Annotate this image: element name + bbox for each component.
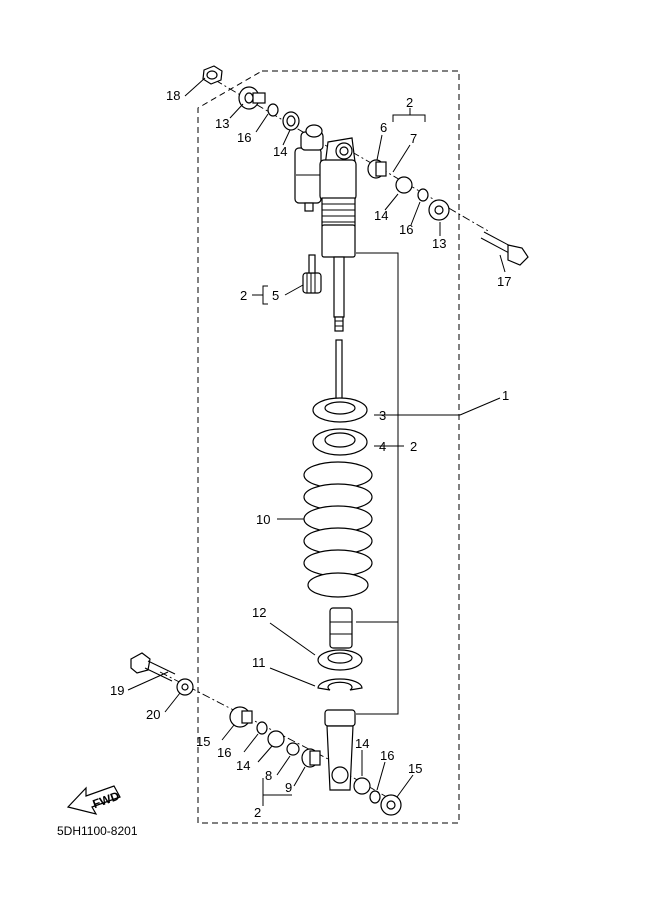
mount-bolt-lower bbox=[130, 652, 176, 682]
callout-13-upper-left: 13 bbox=[215, 116, 229, 131]
callout-labels: 18 13 16 14 2 6 7 14 16 13 17 2 5 1 3 4 … bbox=[110, 88, 511, 820]
oil-seal-upper-right bbox=[395, 176, 413, 194]
callout-17: 17 bbox=[497, 274, 511, 289]
collar-upper-right bbox=[367, 159, 387, 179]
callout-20: 20 bbox=[146, 707, 160, 722]
callout-16-upper-left: 16 bbox=[237, 130, 251, 145]
callout-5: 5 bbox=[272, 288, 279, 303]
flange-bolt-top bbox=[202, 65, 223, 85]
spring-seat bbox=[317, 649, 363, 671]
gas-reservoir bbox=[294, 124, 324, 212]
o-ring-lower-left bbox=[256, 721, 268, 735]
bump-stop bbox=[329, 607, 353, 649]
oil-seal-lower-right bbox=[353, 777, 371, 795]
collar-lower-right bbox=[380, 794, 402, 816]
callout-13-upper-right: 13 bbox=[432, 236, 446, 251]
washer-lower bbox=[176, 678, 194, 696]
callout-16-lower-right: 16 bbox=[380, 748, 394, 763]
callout-3: 3 bbox=[379, 408, 386, 423]
oil-seal-lower-left bbox=[267, 730, 285, 748]
o-ring-upper-right bbox=[417, 188, 429, 202]
callout-16-upper-right: 16 bbox=[399, 222, 413, 237]
piston-rod bbox=[335, 339, 343, 403]
adjusting-nut bbox=[312, 428, 368, 456]
upper-mount-axis-right bbox=[351, 151, 491, 233]
callout-19: 19 bbox=[110, 683, 124, 698]
collar-upper-right-outer bbox=[428, 199, 450, 221]
assembly-boundary bbox=[197, 70, 460, 824]
callout-9: 9 bbox=[285, 780, 292, 795]
forward-arrow: FWD bbox=[66, 785, 122, 815]
diagram-code: 5DH1100-8201 bbox=[57, 824, 138, 838]
bushing-lower-left bbox=[286, 742, 300, 756]
leader-lines bbox=[127, 77, 506, 806]
callout-11: 11 bbox=[252, 655, 266, 670]
callout-14-upper-right: 14 bbox=[374, 208, 388, 223]
callout-15-left: 15 bbox=[196, 734, 210, 749]
callout-15-right: 15 bbox=[408, 761, 422, 776]
reservoir-cap bbox=[302, 254, 322, 294]
oil-seal-upper-left bbox=[282, 111, 300, 131]
callout-2-upper: 2 bbox=[406, 95, 413, 110]
lower-mount-axis-right bbox=[339, 769, 393, 801]
callout-8: 8 bbox=[265, 768, 272, 783]
collar-lower-left bbox=[229, 706, 253, 728]
callout-10: 10 bbox=[256, 512, 270, 527]
callout-12: 12 bbox=[252, 605, 266, 620]
callout-4: 4 bbox=[379, 439, 386, 454]
lock-nut bbox=[312, 397, 368, 423]
collar-lower-center bbox=[301, 748, 321, 768]
o-ring-lower-right bbox=[369, 790, 381, 804]
spring-guide bbox=[317, 678, 363, 691]
forward-arrow-label: FWD bbox=[91, 789, 122, 812]
mount-bolt-upper bbox=[480, 231, 529, 266]
callout-6: 6 bbox=[380, 120, 387, 135]
spring bbox=[303, 461, 373, 598]
callout-16-lower-left: 16 bbox=[217, 745, 231, 760]
callout-14-lower-left: 14 bbox=[236, 758, 250, 773]
callout-1: 1 bbox=[502, 388, 509, 403]
callout-2-left: 2 bbox=[240, 288, 247, 303]
callout-18: 18 bbox=[166, 88, 180, 103]
callout-7: 7 bbox=[410, 131, 417, 146]
shock-body bbox=[319, 137, 357, 332]
collar-upper-left bbox=[238, 86, 266, 110]
lower-clevis bbox=[324, 709, 356, 791]
o-ring-upper-left bbox=[267, 103, 279, 117]
callout-2-right: 2 bbox=[410, 439, 417, 454]
callout-2-lower: 2 bbox=[254, 805, 261, 820]
callout-14-lower-right: 14 bbox=[355, 736, 369, 751]
callout-14-upper-left: 14 bbox=[273, 144, 287, 159]
